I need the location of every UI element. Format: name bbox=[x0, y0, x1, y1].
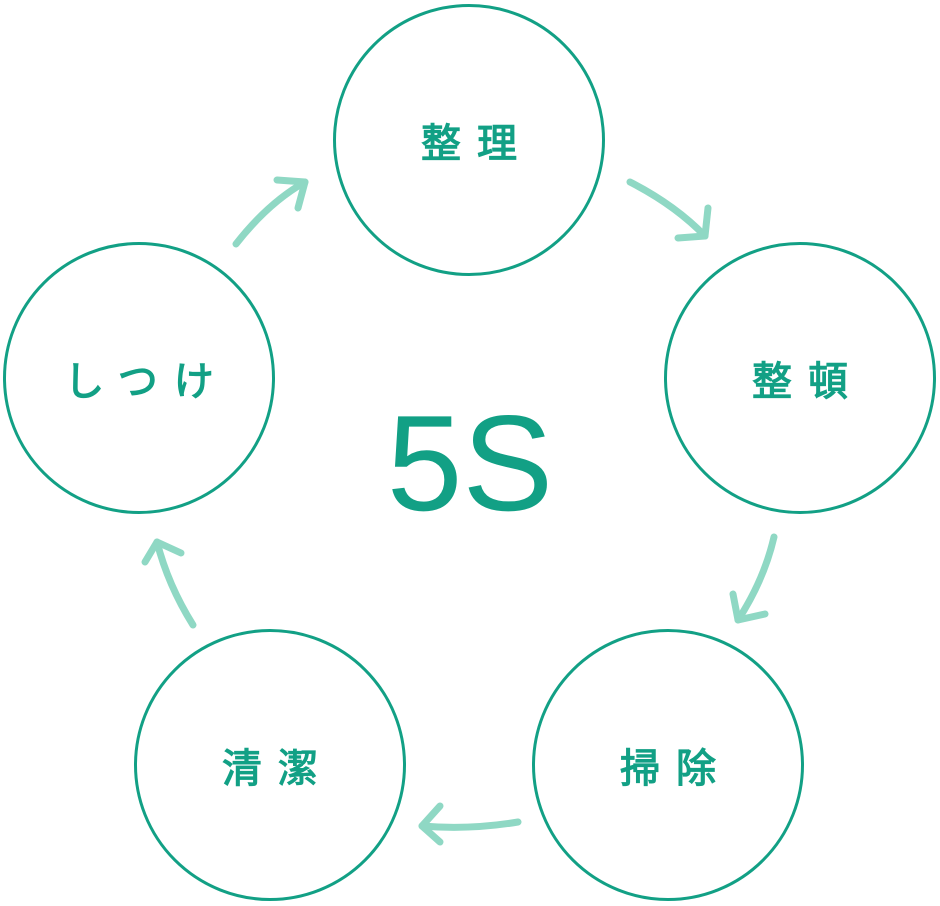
step-label-seiketsu: 清潔 bbox=[222, 746, 334, 792]
arrow-seiso-to-seiketsu bbox=[418, 802, 522, 846]
step-label-seiri: 整理 bbox=[421, 121, 533, 167]
step-circle-seiketsu: 清潔 bbox=[134, 629, 406, 901]
center-title: 5S bbox=[386, 387, 554, 539]
arrow-seiton-to-seiso bbox=[729, 533, 778, 624]
arrow-seiketsu-to-shitsuke bbox=[141, 538, 197, 629]
step-circle-seiso: 掃除 bbox=[532, 629, 804, 901]
step-label-shitsuke: しつけ bbox=[64, 359, 230, 405]
arrow-shitsuke-to-seiri bbox=[232, 176, 309, 248]
step-circle-seiton: 整頓 bbox=[664, 242, 936, 514]
step-circle-seiri: 整理 bbox=[333, 4, 605, 276]
step-label-seiton: 整頓 bbox=[752, 359, 864, 405]
arrow-seiri-to-seiton bbox=[626, 178, 712, 242]
step-circle-shitsuke: しつけ bbox=[3, 242, 275, 514]
step-label-seiso: 掃除 bbox=[620, 746, 732, 792]
